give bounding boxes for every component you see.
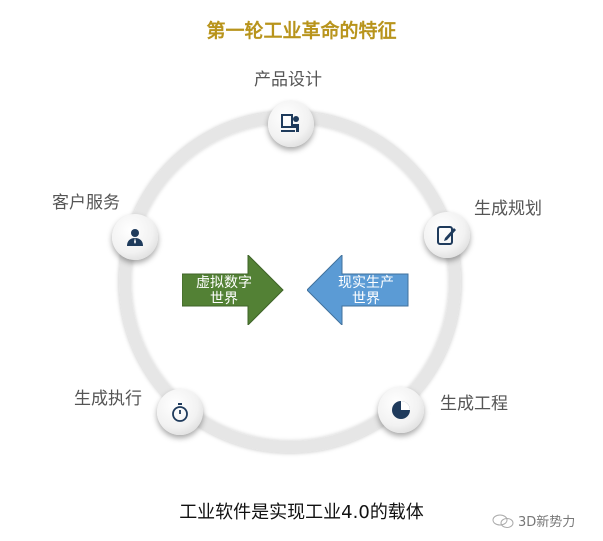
node-label-production-engineering: 生成工程 (440, 394, 508, 414)
node-product-design (268, 101, 314, 147)
diagram-title: 第一轮工业革命的特征 (206, 20, 397, 42)
watermark: 3D新势力 (492, 511, 575, 530)
designer-at-desk-icon (281, 114, 299, 132)
wechat-logo-icon (492, 514, 514, 528)
virtual-world-arrow (182, 255, 284, 325)
watermark-text: 3D新势力 (518, 515, 576, 530)
real-world-arrow (307, 255, 409, 325)
virtual-world-label: 虚拟数字 世界 (196, 275, 252, 307)
stopwatch-icon (172, 403, 188, 422)
node-production-execution (157, 389, 203, 435)
node-customer-service (112, 214, 158, 260)
pie-chart-icon (392, 401, 410, 419)
node-label-production-execution: 生成执行 (74, 389, 142, 409)
real-world-label: 现实生产 世界 (338, 275, 394, 307)
node-label-product-design: 产品设计 (254, 70, 322, 90)
caption: 工业软件是实现工业4.0的载体 (179, 502, 424, 523)
node-label-production-planning: 生成规划 (474, 199, 542, 219)
edit-document-icon (437, 226, 456, 245)
node-production-engineering (378, 387, 424, 433)
person-icon (127, 229, 143, 246)
node-label-customer-service: 客户服务 (52, 193, 120, 213)
node-production-planning (424, 212, 470, 258)
